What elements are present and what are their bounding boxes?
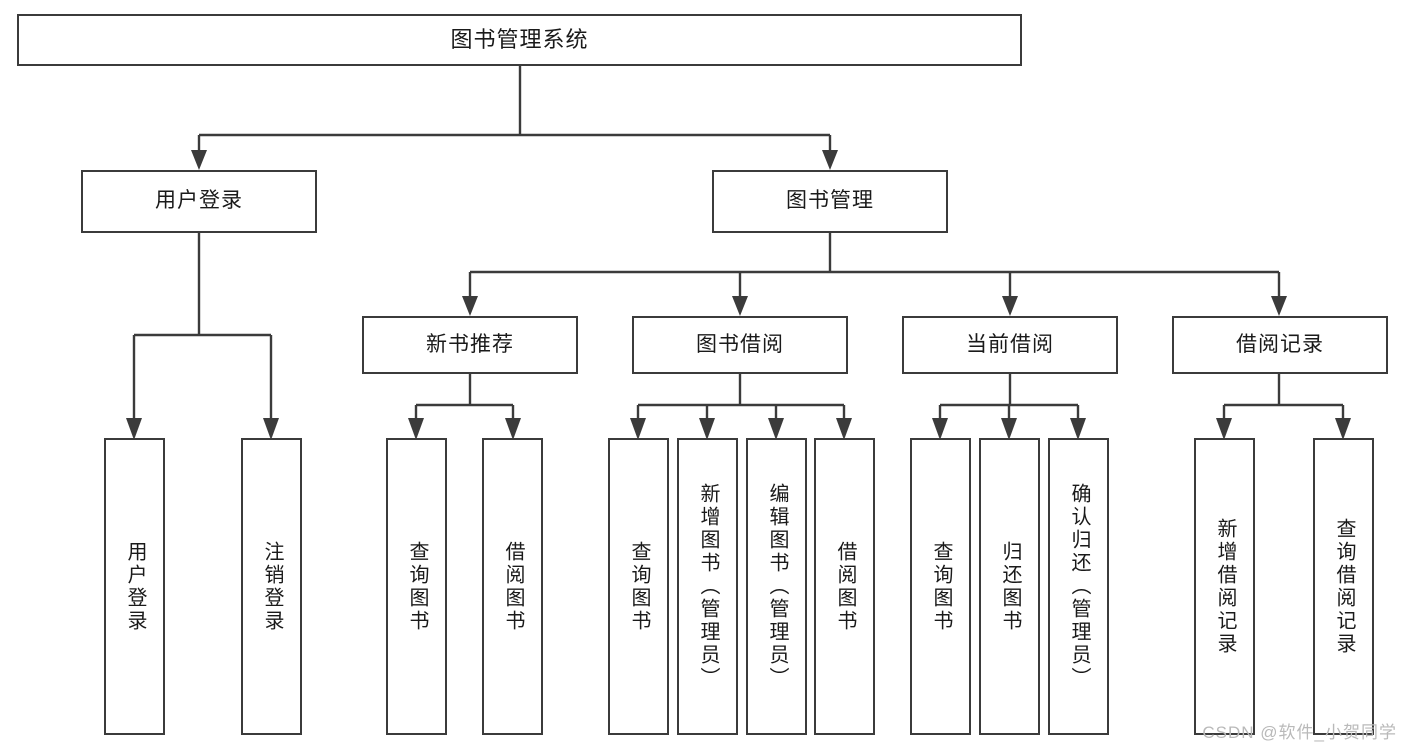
leaf-edit-book-admin[interactable]: 编辑图书（管理员） [746, 438, 807, 735]
node-current-borrow-label: 当前借阅 [966, 332, 1054, 356]
arrow-bookmgmt-c3 [1002, 296, 1018, 316]
leaf-search-book-newbook-label: 查询图书 [406, 540, 428, 633]
leaf-return-book-label: 归还图书 [999, 540, 1021, 633]
arrow-userlogin-leaf2 [263, 418, 279, 440]
leaf-search-book-current-label: 查询图书 [930, 540, 952, 633]
leaf-borrow-book-newbook-label: 借阅图书 [502, 540, 524, 633]
leaf-confirm-return-admin-label: 确认归还（管理员） [1068, 483, 1090, 690]
arrow-current-l2 [1001, 418, 1017, 440]
arrow-borrow-l3 [768, 418, 784, 440]
node-new-book-recommend[interactable]: 新书推荐 [362, 316, 578, 374]
arrow-record-l1 [1216, 418, 1232, 440]
arrow-bookmgmt-c1 [462, 296, 478, 316]
leaf-logout[interactable]: 注销登录 [241, 438, 302, 735]
leaf-search-book-borrow-label: 查询图书 [628, 540, 650, 633]
leaf-add-book-admin[interactable]: 新增图书（管理员） [677, 438, 738, 735]
node-root-label: 图书管理系统 [450, 27, 589, 53]
arrow-userlogin-leaf1 [126, 418, 142, 440]
watermark-text: CSDN @软件_小贺同学 [1202, 723, 1397, 742]
leaf-return-book[interactable]: 归还图书 [979, 438, 1040, 735]
node-current-borrow[interactable]: 当前借阅 [902, 316, 1118, 374]
leaf-search-borrow-record-label: 查询借阅记录 [1333, 517, 1355, 656]
node-book-borrow-label: 图书借阅 [696, 332, 784, 356]
leaf-search-borrow-record[interactable]: 查询借阅记录 [1313, 438, 1374, 735]
leaf-add-borrow-record[interactable]: 新增借阅记录 [1194, 438, 1255, 735]
node-book-management-label: 图书管理 [786, 189, 874, 213]
node-root[interactable]: 图书管理系统 [17, 14, 1022, 66]
arrow-root-to-bookmgmt [822, 150, 838, 170]
node-user-login[interactable]: 用户登录 [81, 170, 317, 233]
node-book-management[interactable]: 图书管理 [712, 170, 948, 233]
arrow-borrow-l1 [630, 418, 646, 440]
node-borrow-record[interactable]: 借阅记录 [1172, 316, 1388, 374]
leaf-add-book-admin-label: 新增图书（管理员） [697, 483, 719, 690]
arrow-borrow-l2 [699, 418, 715, 440]
node-user-login-label: 用户登录 [155, 189, 243, 213]
leaf-search-book-borrow[interactable]: 查询图书 [608, 438, 669, 735]
leaf-logout-label: 注销登录 [261, 540, 283, 633]
arrow-newbook-l2 [505, 418, 521, 440]
arrow-borrow-l4 [836, 418, 852, 440]
arrow-record-l2 [1335, 418, 1351, 440]
leaf-borrow-book-newbook[interactable]: 借阅图书 [482, 438, 543, 735]
arrow-bookmgmt-c2 [732, 296, 748, 316]
leaf-add-borrow-record-label: 新增借阅记录 [1214, 517, 1236, 656]
node-borrow-record-label: 借阅记录 [1236, 332, 1324, 356]
arrow-bookmgmt-c4 [1271, 296, 1287, 316]
arrow-root-to-userlogin [191, 150, 207, 170]
leaf-search-book-current[interactable]: 查询图书 [910, 438, 971, 735]
arrow-current-l1 [932, 418, 948, 440]
node-book-borrow[interactable]: 图书借阅 [632, 316, 848, 374]
leaf-user-login-label: 用户登录 [124, 540, 146, 633]
leaf-user-login[interactable]: 用户登录 [104, 438, 165, 735]
leaf-borrow-book[interactable]: 借阅图书 [814, 438, 875, 735]
node-new-book-recommend-label: 新书推荐 [426, 332, 514, 356]
leaf-edit-book-admin-label: 编辑图书（管理员） [766, 483, 788, 690]
leaf-search-book-newbook[interactable]: 查询图书 [386, 438, 447, 735]
leaf-borrow-book-label: 借阅图书 [834, 540, 856, 633]
leaf-confirm-return-admin[interactable]: 确认归还（管理员） [1048, 438, 1109, 735]
arrow-current-l3 [1070, 418, 1086, 440]
arrow-newbook-l1 [408, 418, 424, 440]
